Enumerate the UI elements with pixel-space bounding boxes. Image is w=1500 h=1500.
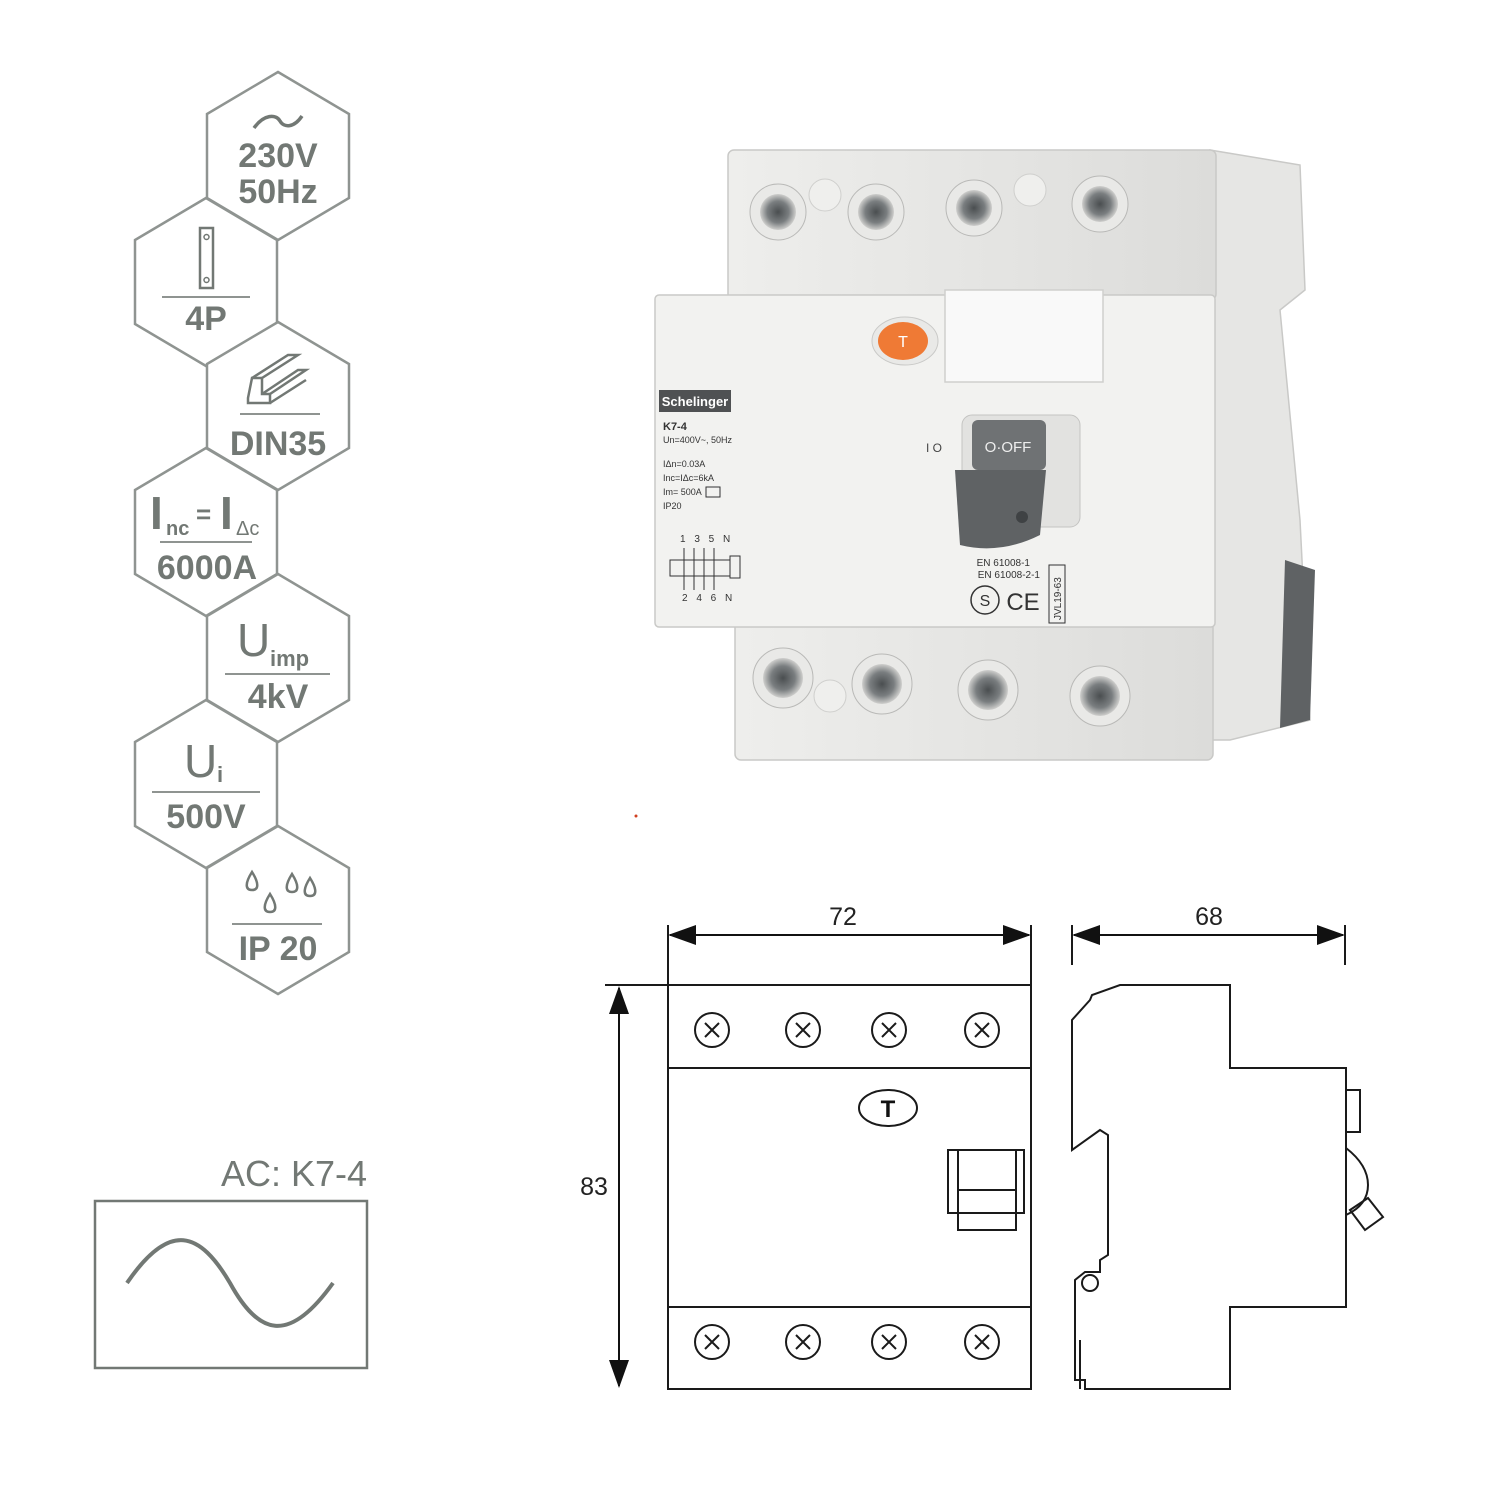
ac-symbol-box	[705, 486, 721, 498]
impulse-hex: U imp 4kV	[205, 572, 351, 744]
stray-mark	[634, 814, 638, 818]
din-rail-icon	[246, 353, 311, 405]
short-circuit-hex: I nc = I Δc 6000A	[133, 446, 279, 618]
toggle-switch[interactable]: O·OFF I O	[926, 414, 1081, 549]
terminals-top-label: 1 3 5 N	[680, 534, 733, 545]
ac-wave-icon	[252, 114, 304, 130]
sine-wave-icon	[125, 1238, 335, 1328]
uimp-symbol: U	[237, 614, 270, 666]
poles-hex: 4P	[133, 196, 279, 368]
top-terminals	[749, 173, 1129, 241]
drawing-test-label: T	[881, 1096, 896, 1123]
standard-1: EN 61008-1	[977, 558, 1031, 569]
height-label: 83	[580, 1173, 608, 1201]
idc-subscript: Δc	[236, 518, 259, 540]
width-label: 72	[829, 903, 857, 931]
protection-value: IP 20	[239, 930, 318, 968]
rating-line: Un=400V~, 50Hz	[663, 435, 733, 445]
depth-label: 68	[1195, 903, 1223, 931]
type-label: AC: K7-4	[221, 1153, 367, 1194]
wiring-diagram-icon	[669, 548, 741, 590]
protection-hex: IP 20	[205, 824, 351, 996]
cert-code: JVL19-63	[1053, 577, 1064, 620]
s-mark: S	[980, 593, 991, 610]
equals-sign: =	[196, 499, 211, 529]
bottom-terminals	[752, 647, 1131, 727]
switch-label: O·OFF	[985, 439, 1032, 456]
insulation-value: 500V	[166, 798, 246, 836]
short-circuit-value: 6000A	[157, 549, 257, 587]
type-box: AC: K7-4	[93, 1153, 369, 1370]
mounting-hex: DIN35	[205, 320, 351, 492]
inc-subscript: nc	[166, 518, 189, 540]
standard-2: EN 61008-2-1	[978, 570, 1041, 581]
front-view-drawing: 72 83 T	[580, 903, 1032, 1390]
side-view-drawing: 68	[1071, 903, 1385, 1390]
device-illustration: T O·OFF I O Schelinger K7-4 Un=400V~, 50…	[654, 149, 1315, 761]
pole-icon	[198, 226, 215, 290]
spec-line-2: Inc=IΔc=6kA	[663, 473, 714, 483]
spec-line-4: IP20	[663, 501, 682, 511]
ui-symbol: U	[184, 735, 217, 787]
impulse-value: 4kV	[248, 678, 309, 716]
spec-line-3: Im= 500A	[663, 487, 702, 497]
ce-mark: CE	[1006, 589, 1039, 616]
idc-symbol: I	[220, 487, 233, 539]
water-drops-icon	[245, 869, 317, 914]
test-button[interactable]: T	[871, 316, 939, 366]
s-mark-icon	[970, 585, 1000, 615]
insulation-hex: U i 500V	[133, 698, 279, 870]
terminals-bottom-label: 2 4 6 N	[682, 593, 735, 604]
mounting-value: DIN35	[230, 425, 326, 463]
toggle-marks: I O	[926, 441, 942, 455]
frequency-value: 50Hz	[238, 173, 317, 211]
model-name: K7-4	[663, 421, 688, 433]
test-button-outline	[858, 1089, 918, 1127]
screw-icons	[694, 1012, 1000, 1360]
spec-line-1: IΔn=0.03A	[663, 459, 705, 469]
brand-name: Schelinger	[662, 394, 728, 409]
label-window	[944, 289, 1104, 383]
brand-plate	[659, 390, 731, 412]
voltage-value: 230V	[238, 137, 318, 175]
inc-symbol: I	[150, 487, 163, 539]
spec-hexagons: 230V 50Hz 4P DIN35	[133, 70, 351, 996]
cert-frame	[1048, 564, 1066, 624]
poles-value: 4P	[185, 300, 227, 338]
uimp-subscript: imp	[270, 646, 309, 671]
side-profile	[1071, 984, 1347, 1390]
ui-subscript: i	[217, 762, 223, 787]
test-button-label: T	[898, 334, 908, 351]
